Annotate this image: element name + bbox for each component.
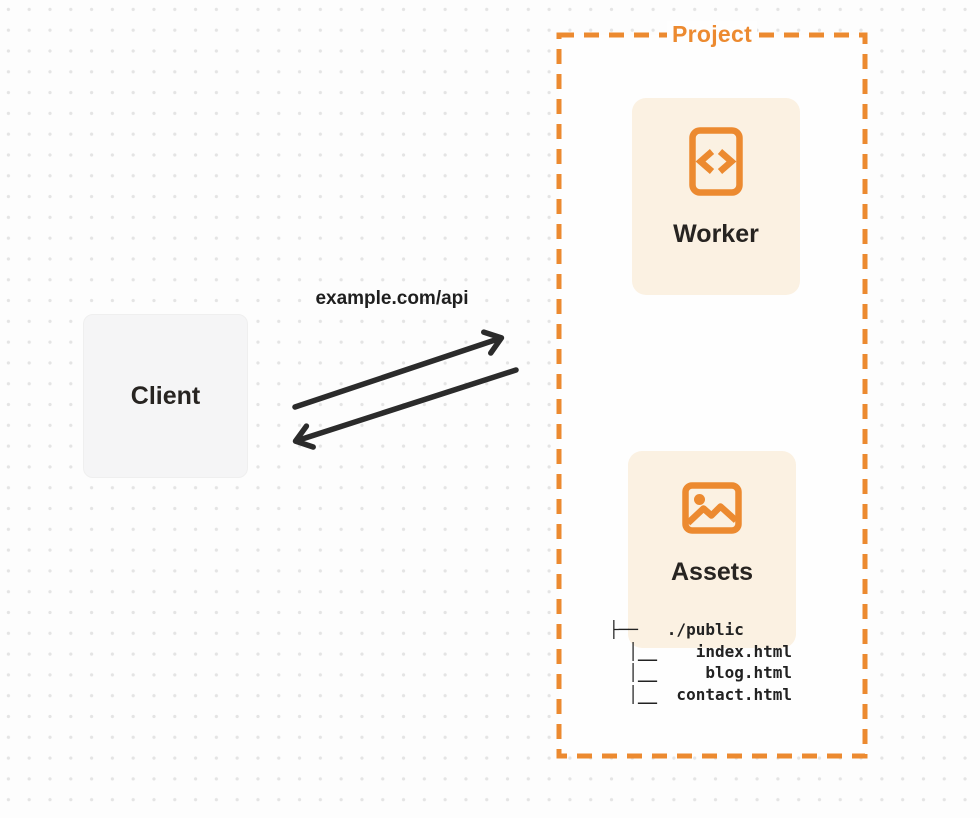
worker-label: Worker (673, 220, 759, 248)
assets-node: Assets (628, 451, 796, 648)
file-tree-index: │__ index.html (609, 641, 793, 661)
client-label: Client (130, 381, 201, 410)
file-tree-blog: │__ blog.html (609, 663, 793, 682)
file-tree-contact: │__ contact.html (609, 684, 793, 704)
file-tree: ├── ./public │__ index.html │__ blog.htm… (609, 619, 792, 705)
project-label-row: Project (559, 21, 865, 48)
response-arrow (292, 367, 519, 450)
code-document-icon (689, 127, 743, 196)
project-title: Project (666, 21, 758, 48)
request-arrow (292, 329, 505, 410)
client-node: Client (83, 314, 248, 478)
request-url-label: example.com/api (315, 288, 469, 309)
file-tree-root: ├── ./public (609, 620, 744, 639)
worker-node: Worker (632, 98, 800, 295)
assets-label: Assets (671, 558, 753, 586)
image-icon (682, 482, 742, 534)
